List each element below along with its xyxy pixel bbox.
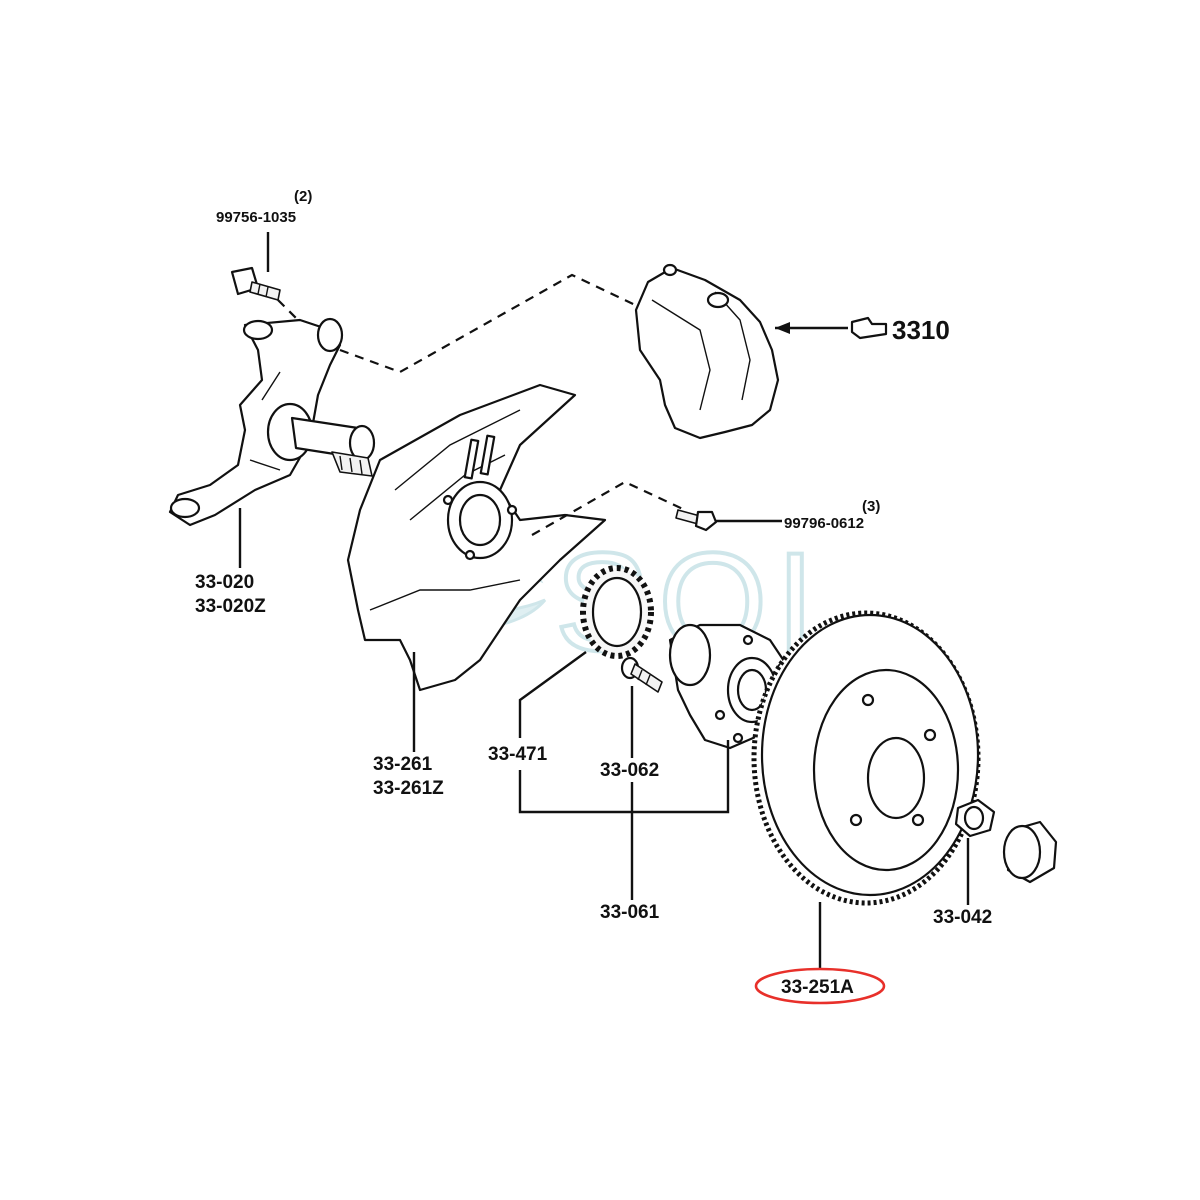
hub-cap xyxy=(1002,820,1058,884)
label-nut: 33-042 xyxy=(933,907,992,928)
hub-bolt xyxy=(620,656,663,693)
dash-screw xyxy=(531,480,686,536)
label-disc: 33-251A xyxy=(781,977,854,998)
dash-caliper-link xyxy=(339,273,651,374)
bolt-99756-1035 xyxy=(230,266,281,301)
label-hub-bolt: 33-062 xyxy=(600,760,659,781)
caliper-arrow xyxy=(775,322,790,334)
label-knuckle-b: 33-020Z xyxy=(195,596,266,617)
label-screw-qty: (3) xyxy=(862,498,880,515)
dust-cover xyxy=(346,383,607,692)
label-bolt-qty: (2) xyxy=(294,188,312,205)
label-knuckle-a: 33-020 xyxy=(195,572,254,593)
leader-bracket xyxy=(518,740,730,814)
abs-sensor-ring xyxy=(580,565,654,659)
steering-knuckle xyxy=(168,317,376,527)
label-bolt-part: 99756-1035 xyxy=(216,209,296,226)
dash-bolt xyxy=(277,299,297,319)
leader-abs-ring xyxy=(518,651,587,738)
highlight-ring xyxy=(754,967,886,1005)
label-dust-cover-b: 33-261Z xyxy=(373,778,444,799)
label-caliper: 3310 xyxy=(892,315,950,345)
caliper-ref-icon xyxy=(850,316,888,340)
brake-caliper xyxy=(634,263,780,440)
screw-99796-0612 xyxy=(675,509,718,532)
brake-disc xyxy=(751,610,981,906)
label-screw-part: 99796-0612 xyxy=(784,515,864,532)
label-dust-cover-a: 33-261 xyxy=(373,754,433,775)
label-abs-ring: 33-471 xyxy=(488,744,548,765)
hub-nut xyxy=(954,798,996,838)
label-hub: 33-061 xyxy=(600,902,660,923)
